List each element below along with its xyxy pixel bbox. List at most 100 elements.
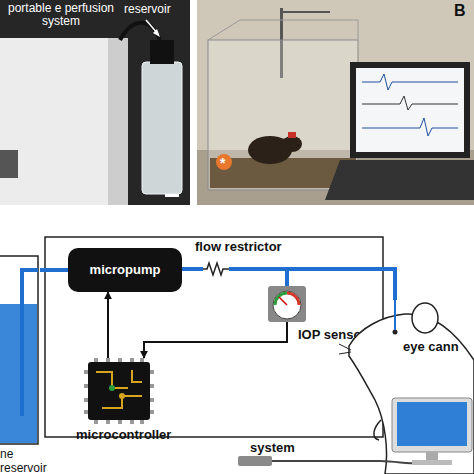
computer-icon xyxy=(397,402,467,446)
signal-arrow xyxy=(107,292,109,358)
pressure-gauge xyxy=(268,286,306,322)
microcontroller-chip xyxy=(140,358,144,362)
pressure-gauge xyxy=(275,293,287,305)
microcontroller-chip xyxy=(84,410,88,414)
node-label: ne reservoir xyxy=(0,447,40,474)
resistor-symbol xyxy=(203,263,229,275)
mouse-outline: eye cann xyxy=(345,300,474,474)
marker-star: * xyxy=(220,155,225,171)
mouse-cage-photo xyxy=(325,160,474,200)
microcontroller-chip xyxy=(84,384,88,388)
microcontroller-chip xyxy=(106,420,110,424)
microcontroller-chip xyxy=(118,358,122,362)
mouse-outline xyxy=(394,300,396,330)
mouse-outline xyxy=(393,330,398,335)
mouse-cage-photo xyxy=(197,0,474,205)
mouse-outline xyxy=(412,303,438,333)
micropump-box: micropump xyxy=(68,248,182,292)
panel-letter: B xyxy=(454,2,466,20)
mouse-cage-photo xyxy=(216,154,232,170)
device-photo xyxy=(108,38,128,205)
node-label: microcontroller xyxy=(76,428,171,442)
mouse-outline xyxy=(345,300,474,474)
usb-cable xyxy=(238,456,420,466)
device-photo xyxy=(150,40,174,64)
device-photo xyxy=(120,23,160,40)
device-photo xyxy=(165,194,179,197)
microcontroller-chip xyxy=(94,358,98,362)
mouse-cage-photo xyxy=(362,74,458,90)
microcontroller-chip: microcontroller xyxy=(82,358,156,424)
microcontroller-chip xyxy=(82,358,156,424)
computer-icon xyxy=(392,398,472,465)
microcontroller-chip xyxy=(84,370,88,374)
pressure-gauge xyxy=(279,297,287,305)
node-label: flow restrictor xyxy=(195,240,282,254)
system-label: system xyxy=(250,440,295,455)
mouse-cage-photo xyxy=(283,11,330,13)
microcontroller-chip xyxy=(130,358,134,362)
computer-icon xyxy=(426,452,438,460)
pressure-gauge: IOP sensor xyxy=(268,286,306,322)
microcontroller-chip xyxy=(130,420,134,424)
part-label: reservoir xyxy=(124,3,171,16)
mouse-outline xyxy=(339,344,351,354)
device-photo xyxy=(0,0,190,205)
device-photo xyxy=(0,150,18,178)
microcontroller-chip xyxy=(150,398,154,402)
pressure-gauge xyxy=(273,291,301,319)
microcontroller-chip xyxy=(84,398,88,402)
mouse-cage-photo xyxy=(350,62,470,158)
microcontroller-chip xyxy=(150,384,154,388)
node-label: micropump xyxy=(68,263,182,277)
tube-line xyxy=(229,269,287,286)
computer-icon xyxy=(392,398,472,452)
reservoir-beaker: ne reservoir xyxy=(0,256,40,444)
mouse-cage-photo xyxy=(208,20,358,40)
microcontroller-chip xyxy=(150,370,154,374)
mouse-cage-photo xyxy=(197,150,474,205)
reservoir-beaker xyxy=(0,256,40,444)
reservoir-beaker xyxy=(22,270,38,416)
microcontroller-chip xyxy=(150,410,154,414)
device-photo xyxy=(153,29,160,37)
system-enclosure xyxy=(45,237,383,437)
panel-caption: portable e perfusion system xyxy=(2,2,120,28)
pressure-gauge xyxy=(268,286,306,322)
microcontroller-chip xyxy=(118,420,122,424)
mouse-outline xyxy=(349,314,474,474)
mouse-cage-photo xyxy=(282,136,302,152)
microcontroller-chip xyxy=(96,370,142,408)
device-photo xyxy=(0,0,190,205)
signal-arrow xyxy=(144,322,287,358)
mouse-cage-photo xyxy=(362,96,458,110)
device-photo xyxy=(142,62,182,194)
microcontroller-chip xyxy=(84,358,154,424)
device-photo xyxy=(0,38,128,205)
mouse-cage-photo xyxy=(197,0,474,205)
mouse-cage-photo xyxy=(362,118,458,136)
mouse-cage-photo xyxy=(288,132,296,138)
mouse-cage-photo xyxy=(356,68,464,152)
mouse-outline xyxy=(374,420,381,440)
microcontroller-chip xyxy=(106,358,110,362)
tube-line xyxy=(182,267,203,271)
computer-icon xyxy=(412,460,452,465)
node-label: eye cann xyxy=(403,340,459,354)
reservoir-beaker xyxy=(0,256,38,444)
pressure-gauge xyxy=(287,293,299,305)
usb-cable xyxy=(238,456,272,466)
microcontroller-chip xyxy=(109,385,115,391)
usb-cable xyxy=(272,461,420,464)
reservoir-beaker xyxy=(0,304,37,443)
mouse-cage-photo xyxy=(208,40,358,190)
system-enclosure xyxy=(45,237,383,437)
microcontroller-chip xyxy=(119,393,125,399)
resistor-symbol xyxy=(203,262,229,276)
